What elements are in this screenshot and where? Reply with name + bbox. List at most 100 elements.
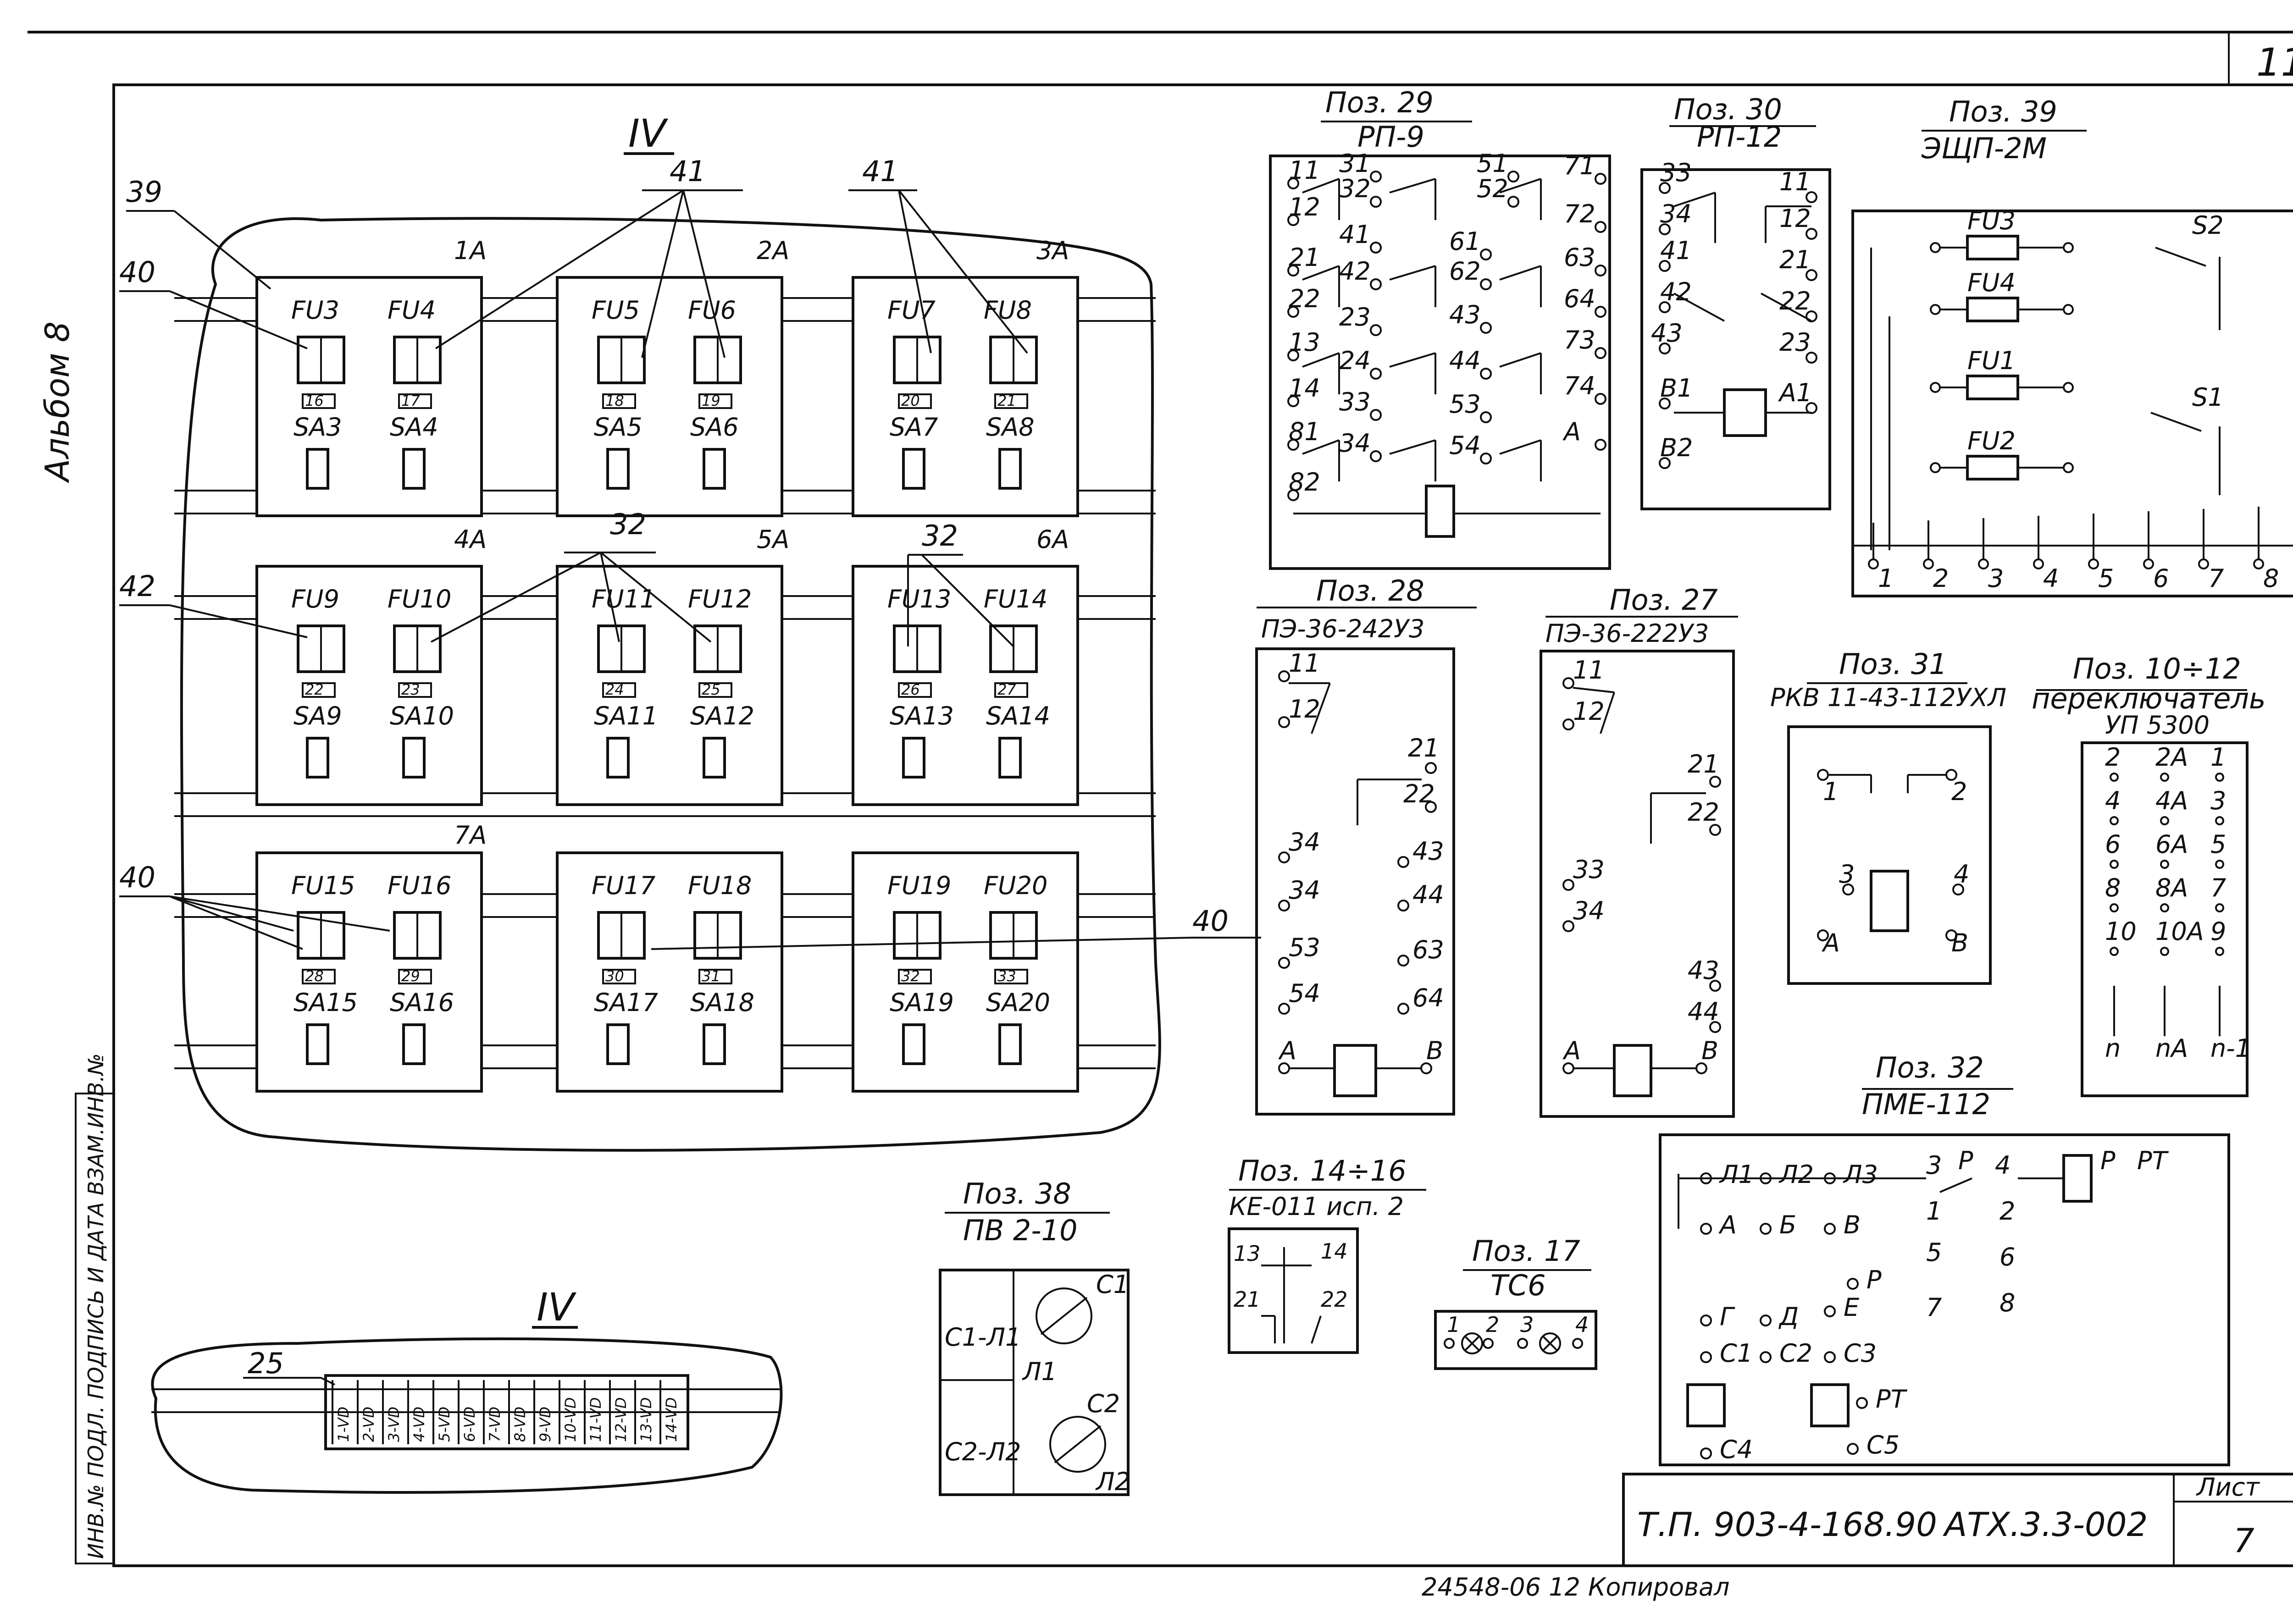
- svg-text:Поз. 28: Поз. 28: [1316, 574, 1424, 608]
- ref-42: 42: [119, 569, 155, 603]
- switch-handle: [703, 448, 726, 490]
- svg-text:ТС6: ТС6: [1490, 1269, 1546, 1302]
- terminal-number: 31: [702, 967, 720, 985]
- switch-contact: 6А: [2155, 830, 2188, 859]
- terminal-label: Л2: [1095, 1467, 1130, 1496]
- switch-handle: [703, 737, 726, 779]
- terminal-marker: [302, 682, 336, 698]
- panel-section-title: IV: [628, 111, 669, 156]
- fuse-label: FU8: [984, 296, 1032, 325]
- svg-text:Поз. 14÷16: Поз. 14÷16: [1238, 1154, 1407, 1188]
- contact-label: Б: [1779, 1210, 1796, 1239]
- module-label: 1А: [454, 236, 487, 265]
- switch-contact: 2А: [2155, 743, 2188, 772]
- module-label: 5А: [757, 525, 789, 554]
- contact-label: 21: [1289, 243, 1320, 272]
- contact-label: 82: [1289, 468, 1320, 497]
- ref-41-b: 41: [862, 155, 898, 188]
- contact-label: 21: [1688, 750, 1719, 779]
- contact-label: 22: [1688, 798, 1719, 827]
- contact-label: 1: [1926, 1197, 1942, 1226]
- list-value: 7: [2233, 1521, 2254, 1560]
- switch-handle: [998, 1023, 1022, 1065]
- contact-label: В: [1844, 1210, 1861, 1239]
- terminal-marker: [698, 393, 732, 409]
- fuse-label: FU5: [592, 296, 640, 325]
- ref-40-bottom: 40: [119, 861, 155, 894]
- contact-label: 21: [1779, 245, 1811, 274]
- switch-contact: 9: [2210, 917, 2226, 946]
- contact-label: 54: [1289, 979, 1320, 1008]
- footer-note: 24548-06 12 Копировал: [1422, 1573, 1730, 1602]
- strip-terminal: 5-VD: [436, 1407, 453, 1442]
- contact-label: 5: [1926, 1238, 1942, 1267]
- switch-contact: 4А: [2155, 786, 2188, 815]
- switch-label: SA20: [986, 988, 1050, 1017]
- strip-terminal: 10-VD: [562, 1398, 579, 1442]
- contact-label: 2: [1951, 777, 1967, 806]
- side-stamp: ИНВ.№ ПОДЛ. ПОДПИСЬ И ДАТА ВЗАМ.ИНВ.№: [75, 1053, 115, 1564]
- contact-label: 13: [1289, 328, 1320, 357]
- terminal-marker: [898, 682, 932, 698]
- contact-label: РТ: [1876, 1385, 1908, 1414]
- contact-label: В: [1701, 1036, 1718, 1065]
- contact-label: 2: [1486, 1312, 1499, 1337]
- terminal-marker: [898, 393, 932, 409]
- strip-ref: 25: [248, 1347, 284, 1380]
- switch-contact: nА: [2155, 1034, 2188, 1063]
- terminal-marker: [302, 393, 336, 409]
- contact-label: 11: [1573, 656, 1605, 685]
- contact-label: 12: [1573, 697, 1605, 726]
- fuse-label: FU7: [887, 296, 936, 325]
- strip-terminal: 2-VD: [360, 1407, 377, 1442]
- contact-label: 34: [1289, 828, 1320, 856]
- strip-section-title: IV: [537, 1285, 577, 1330]
- strip-terminal: 14-VD: [663, 1398, 680, 1442]
- switch-contact: n-1: [2210, 1034, 2251, 1063]
- contact-label: 44: [1449, 346, 1481, 375]
- contact-label: 21: [1408, 734, 1440, 762]
- contact-label: 3: [1520, 1312, 1534, 1337]
- contact-label: 44: [1688, 997, 1719, 1026]
- ref-32-b: 32: [922, 519, 958, 552]
- terminal-marker: [994, 393, 1028, 409]
- terminal-number: 22: [305, 681, 324, 698]
- switch-label: SA19: [890, 988, 954, 1017]
- svg-text:Поз. 38: Поз. 38: [963, 1177, 1071, 1210]
- switch-label: SA11: [594, 702, 658, 730]
- terminal-marker: [398, 393, 432, 409]
- switch-contact: 10: [2105, 917, 2137, 946]
- strip-terminal: 3-VD: [385, 1407, 403, 1442]
- contact-label: В2: [1660, 433, 1693, 462]
- terminal-number: 19: [702, 392, 720, 409]
- svg-text:Поз. 29: Поз. 29: [1325, 86, 1434, 119]
- terminal-marker: [898, 969, 932, 984]
- switch-contact: 4: [2105, 786, 2121, 815]
- switch-label: SA7: [890, 413, 938, 442]
- contact-label: 22: [1289, 284, 1320, 313]
- contact-label: 52: [1477, 174, 1508, 203]
- terminal-marker: [602, 682, 636, 698]
- switch-label: SA16: [390, 988, 454, 1017]
- switch-handle: [998, 737, 1022, 779]
- terminal-marker: [994, 682, 1028, 698]
- terminal-marker: [602, 969, 636, 984]
- contact-label: Е: [1844, 1293, 1860, 1322]
- contact-label: 34: [1573, 896, 1605, 925]
- switch-handle: [703, 1023, 726, 1065]
- sheet-number: 11: [2256, 40, 2293, 85]
- terminal-marker: [398, 969, 432, 984]
- contact-label: В1: [1660, 374, 1693, 403]
- module-label: 6А: [1036, 525, 1069, 554]
- switch-contact: 8: [2105, 873, 2121, 902]
- terminal-label: Л1: [1022, 1357, 1057, 1386]
